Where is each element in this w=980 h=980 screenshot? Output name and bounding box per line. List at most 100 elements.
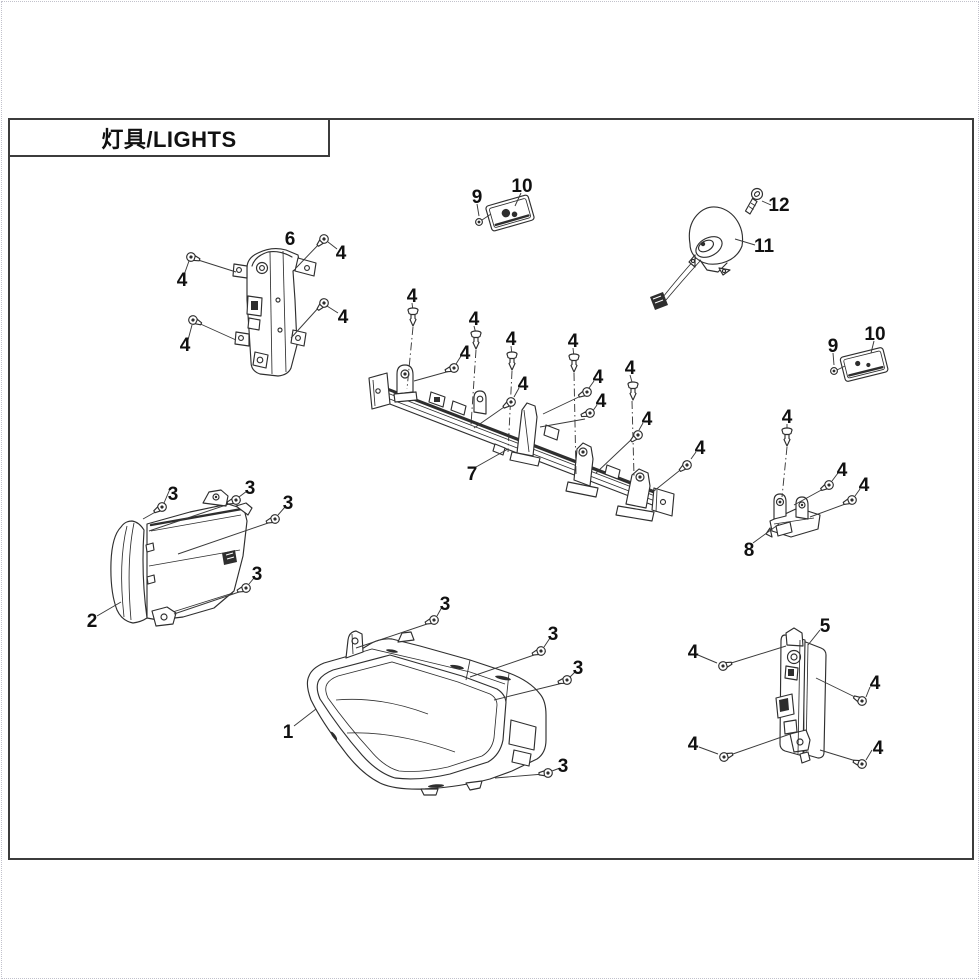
leader-line xyxy=(195,321,237,341)
part-7-mount-rail xyxy=(368,364,675,522)
part-10-reflector-top xyxy=(485,194,535,232)
screw-icon xyxy=(530,644,548,659)
screw-icon xyxy=(500,395,518,412)
leader-line xyxy=(248,577,255,585)
leader-line xyxy=(513,387,520,398)
callout-label-4: 4 xyxy=(859,475,870,496)
leader-line xyxy=(475,448,509,468)
callout-label-4: 4 xyxy=(336,243,347,264)
leader-line xyxy=(177,521,272,555)
callout-label-4: 4 xyxy=(177,270,188,291)
callout-label-5: 5 xyxy=(820,616,831,637)
callout-label-4: 4 xyxy=(518,374,529,395)
leader-line xyxy=(543,637,551,648)
leader-line xyxy=(836,365,846,371)
leader-line xyxy=(290,305,321,339)
rivet-icon xyxy=(568,353,580,373)
center-line xyxy=(406,326,414,390)
callout-label-4: 4 xyxy=(568,331,579,352)
leader-line xyxy=(819,749,857,762)
leader-line xyxy=(551,767,561,772)
leader-line xyxy=(481,213,492,221)
leader-line xyxy=(494,773,545,779)
screw-icon xyxy=(841,493,859,508)
part-10-reflector-right xyxy=(839,347,889,382)
leader-line xyxy=(870,340,875,354)
screw-icon xyxy=(579,407,596,421)
leader-line xyxy=(865,749,873,761)
screw-icon xyxy=(423,613,441,628)
callout-label-4: 4 xyxy=(596,391,607,412)
leader-line xyxy=(238,490,248,498)
screw-icon xyxy=(235,581,253,596)
leader-line xyxy=(807,629,821,646)
leader-line xyxy=(734,238,756,246)
pin-icon xyxy=(830,367,838,375)
callout-label-4: 4 xyxy=(338,307,349,328)
leader-line xyxy=(295,241,322,269)
leader-line xyxy=(569,671,576,678)
callout-label-1: 1 xyxy=(283,722,294,743)
rivet-icon xyxy=(407,307,419,327)
rivet-icon xyxy=(781,427,793,447)
callout-label-11: 11 xyxy=(754,236,775,257)
callout-label-4: 4 xyxy=(695,438,706,459)
leader-line xyxy=(436,606,443,617)
callout-label-3: 3 xyxy=(245,478,256,499)
screw-icon xyxy=(151,500,169,516)
callout-label-4: 4 xyxy=(506,329,517,350)
leader-line xyxy=(539,418,586,428)
screw-icon xyxy=(818,478,836,494)
callout-label-3: 3 xyxy=(168,484,179,505)
part-2-position-light xyxy=(110,489,253,627)
title-box: 灯具/LIGHTS xyxy=(8,118,330,157)
leader-line xyxy=(173,590,243,615)
leader-line xyxy=(96,601,122,617)
leader-line xyxy=(473,404,508,429)
leader-line xyxy=(729,732,794,756)
screw-icon xyxy=(443,362,460,376)
center-line xyxy=(573,372,577,475)
page-title: 灯具/LIGHTS xyxy=(101,126,237,152)
leader-line xyxy=(831,472,839,482)
callout-label-10: 10 xyxy=(511,176,532,197)
screw-icon xyxy=(264,512,282,527)
screw-icon xyxy=(851,756,868,770)
callout-label-4: 4 xyxy=(642,409,653,430)
callout-label-4: 4 xyxy=(469,309,480,330)
screw-icon xyxy=(717,749,735,764)
screw-icon xyxy=(185,251,202,265)
leader-line xyxy=(727,645,787,665)
leader-line xyxy=(455,355,462,365)
callout-label-4: 4 xyxy=(870,673,881,694)
leader-line xyxy=(697,654,718,664)
leader-line xyxy=(588,380,595,389)
leader-line xyxy=(183,260,190,276)
center-line xyxy=(470,349,477,426)
callout-label-7: 7 xyxy=(467,464,478,485)
drawing-frame xyxy=(8,118,974,860)
screw-icon xyxy=(627,428,645,445)
callout-label-12: 12 xyxy=(768,195,789,216)
callout-label-8: 8 xyxy=(744,540,755,561)
leader-line xyxy=(469,653,538,678)
rivet-icon xyxy=(470,330,482,350)
leader-line xyxy=(148,502,233,532)
leader-line xyxy=(638,422,644,431)
leader-line xyxy=(327,241,338,250)
screw-icon xyxy=(186,313,204,329)
callout-label-4: 4 xyxy=(688,642,699,663)
leader-line xyxy=(761,200,772,206)
leader-line xyxy=(690,451,697,460)
leader-line xyxy=(187,324,193,341)
screw-icon xyxy=(314,296,331,314)
leader-line xyxy=(542,394,584,415)
leader-line xyxy=(493,682,564,701)
leader-line xyxy=(476,203,480,217)
part-11-turn-signal-light xyxy=(650,206,744,310)
callout-label-10: 10 xyxy=(864,324,885,345)
leader-line xyxy=(698,746,719,755)
screw-icon xyxy=(556,674,573,688)
